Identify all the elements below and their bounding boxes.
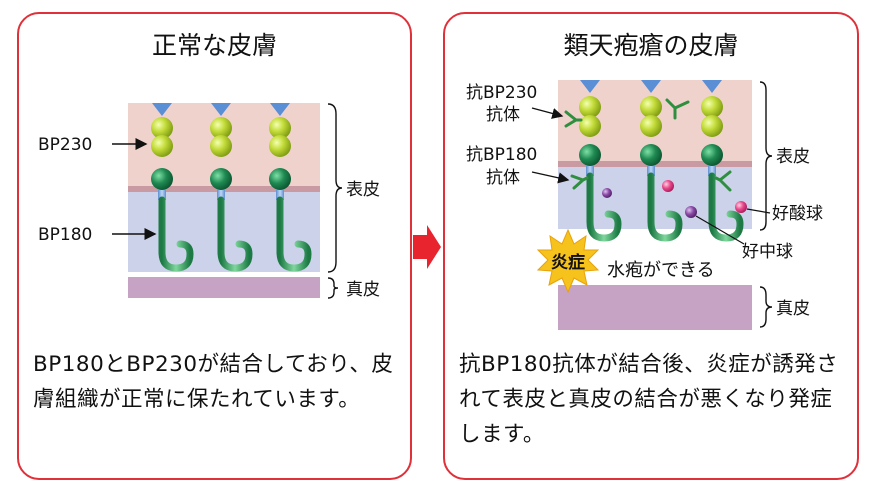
dermis-layer	[558, 285, 752, 330]
anti-bp180-label-line2: 抗体	[486, 168, 520, 188]
bp230-bead	[640, 96, 662, 118]
keratin-anchor	[580, 80, 600, 93]
bp180-stem	[217, 196, 253, 272]
bp230-bead	[701, 96, 723, 118]
anti-bp230-label-line2: 抗体	[486, 105, 520, 125]
bp-complex-3	[269, 103, 312, 272]
neutrophil-cell	[602, 188, 612, 198]
bp180-head	[151, 168, 173, 190]
anti-bp230-antibody	[665, 98, 690, 120]
bp180-linker	[586, 166, 594, 176]
dermis-label: 真皮	[346, 280, 380, 300]
bp230-bead	[210, 117, 232, 139]
bp180-stem	[647, 172, 683, 242]
pemphigoid-skin-caption: 抗BP180抗体が結合後、炎症が誘発されて表皮と真皮の結合が悪くなり発症します。	[459, 352, 839, 447]
eosinophil-label: 好酸球	[772, 204, 823, 224]
bp180-label: BP180	[38, 225, 92, 245]
bp180-linker	[708, 166, 716, 176]
epidermis-bracket	[759, 81, 773, 231]
normal-skin-title: 正常な皮膚	[151, 31, 277, 60]
pemphigoid-skin-illustration: 抗BP230 抗体 抗BP180 抗体 表皮 好酸球 好中球 真皮 炎症 水疱が…	[466, 80, 823, 330]
bp230-bead	[579, 115, 601, 137]
bp-complex-1	[564, 80, 622, 242]
eosinophil-pointer	[746, 208, 771, 214]
epidermis-label: 表皮	[776, 147, 810, 167]
bp230-bead	[151, 135, 173, 157]
bp-complex-2	[640, 80, 690, 242]
bp-complex-1	[151, 103, 194, 272]
keratin-anchor	[270, 103, 290, 116]
eosinophil-cell	[662, 180, 674, 192]
bp180-head	[579, 144, 601, 166]
pemphigoid-skin-title: 類天疱瘡の皮膚	[563, 31, 739, 60]
normal-skin-caption: BP180とBP230が結合しており、皮膚組織が正常に保たれています。	[33, 352, 394, 412]
blister-label: 水疱ができる	[607, 260, 715, 281]
keratin-anchor	[211, 103, 231, 116]
bp230-bead	[640, 115, 662, 137]
keratin-anchor	[641, 80, 661, 93]
bp180-stem	[708, 172, 744, 242]
bp180-linker	[647, 166, 655, 176]
bp180-linker	[276, 190, 284, 200]
bp180-linker	[158, 190, 166, 200]
anti-bp230-label-line1: 抗BP230	[466, 83, 537, 103]
bp180-stem	[158, 196, 194, 272]
normal-skin-panel: 正常な皮膚 BP180とBP230が結合しており、皮膚組織が正常に保たれています…	[17, 12, 412, 480]
bp230-label: BP230	[38, 135, 92, 155]
keratin-anchor	[152, 103, 172, 116]
keratin-anchor	[702, 80, 722, 93]
normal-skin-illustration: BP230 BP180 表皮 真皮	[38, 103, 380, 300]
bp230-bead	[269, 117, 291, 139]
anti-bp180-pointer	[531, 171, 570, 184]
dermis-bracket	[327, 277, 339, 299]
bp230-bead	[701, 115, 723, 137]
bp180-head	[269, 168, 291, 190]
bp180-head	[640, 144, 662, 166]
neutrophil-cell	[685, 206, 697, 218]
anti-bp230-pointer	[531, 107, 564, 119]
dermis-bracket	[759, 286, 773, 328]
bp180-head	[210, 168, 232, 190]
bp180-head	[701, 144, 723, 166]
inflammation-label: 炎症	[551, 252, 585, 273]
dermis-label: 真皮	[776, 299, 810, 319]
inflammation-burst-icon	[536, 228, 600, 294]
bp-complex-3	[701, 80, 744, 242]
bp180-stem	[586, 172, 622, 242]
anti-bp230-antibody	[564, 110, 583, 128]
anti-bp180-antibody	[714, 170, 732, 192]
anti-bp180-label-line1: 抗BP180	[466, 145, 537, 165]
bp180-linker	[217, 190, 225, 200]
neutrophil-label: 好中球	[742, 242, 793, 262]
bp230-bead	[269, 135, 291, 157]
progression-arrow	[413, 225, 441, 269]
bp180-stem	[276, 196, 312, 272]
bp230-bead	[151, 117, 173, 139]
epidermis-bracket	[327, 103, 343, 273]
bp230-bead	[579, 96, 601, 118]
bp230-bead	[210, 135, 232, 157]
neutrophil-pointer	[695, 215, 745, 245]
dermis-layer	[128, 277, 320, 298]
bp-complex-2	[210, 103, 253, 272]
eosinophil-cell	[735, 201, 747, 213]
epidermis-label: 表皮	[346, 180, 380, 200]
anti-bp180-antibody	[570, 174, 589, 190]
